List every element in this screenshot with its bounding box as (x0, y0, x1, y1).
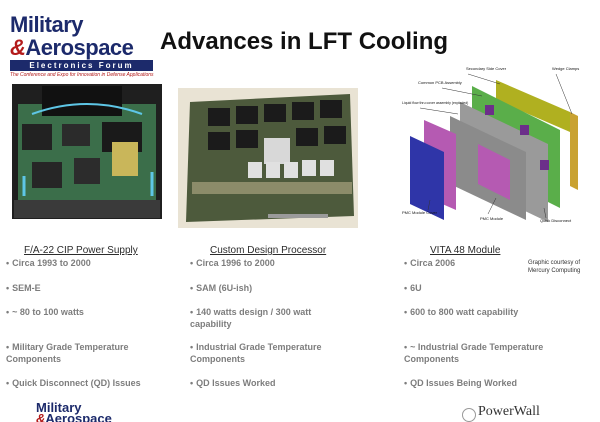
logo-military: Military (10, 12, 84, 37)
footer-logo-military: Military (36, 400, 82, 415)
bullet-item: •SEM-E (6, 283, 41, 293)
bullet-item: •SAM (6U-ish) (190, 283, 253, 293)
forum-logo: Military &Aerospace Electronics Forum Th… (8, 8, 156, 80)
bullet-item: •~ Industrial Grade Temperature Componen… (404, 342, 544, 364)
bullet-item: •QD Issues Being Worked (404, 378, 518, 388)
label-secondary-side-cover: Secondary Side Cover (466, 66, 507, 71)
bullet-item: •Military Grade Temperature Components (6, 342, 129, 364)
column-heading-power-supply: F/A-22 CIP Power Supply (24, 245, 138, 256)
svg-text:Common PCB Assembly: Common PCB Assembly (418, 80, 462, 85)
svg-text:PMC Module: PMC Module (480, 216, 504, 221)
footer-brand: PowerWall (478, 404, 540, 419)
bullet-item: •~ 80 to 100 watts (6, 307, 84, 317)
svg-text:Liquid flow thru cover assembl: Liquid flow thru cover assembly (explode… (402, 101, 468, 105)
graphic-courtesy: Graphic courtesy of Mercury Computing (528, 260, 581, 274)
bullet-item: •Circa 1996 to 2000 (190, 258, 275, 268)
processor-board-photo (178, 88, 358, 228)
column-heading-processor: Custom Design Processor (210, 245, 327, 256)
label-pmc-module: PMC Module (480, 216, 504, 221)
svg-text:Secondary Side Cover: Secondary Side Cover (466, 66, 507, 71)
watermark-icon (462, 408, 476, 422)
label-liquid-flow: Liquid flow thru cover assembly (explode… (402, 101, 468, 105)
svg-text:Quick Disconnect: Quick Disconnect (540, 218, 572, 223)
bullet-item: •QD Issues Worked (190, 378, 276, 388)
label-pmc-module-cover: PMC Module Cover (402, 210, 438, 215)
bullet-item: •140 watts design / 300 watt capability (190, 307, 312, 329)
svg-text:PMC Module Cover: PMC Module Cover (402, 210, 438, 215)
bullet-item: •Circa 2006 (404, 258, 456, 268)
footer-logo-aerospace: &Aerospace (36, 411, 112, 422)
bullet-item: •600 to 800 watt capability (404, 307, 519, 317)
power-supply-photo (12, 84, 162, 219)
label-wedge-clamps: Wedge Clamps (552, 66, 579, 71)
bullet-item: •Quick Disconnect (QD) Issues (6, 378, 141, 388)
bullet-item: •Circa 1993 to 2000 (6, 258, 91, 268)
svg-text:Wedge Clamps: Wedge Clamps (552, 66, 579, 71)
slide-title: Advances in LFT Cooling (160, 28, 449, 55)
logo-tagline: The Conference and Expo for Innovation i… (10, 72, 154, 78)
logo-aerospace: &Aerospace (10, 35, 134, 60)
label-quick-disconnect: Quick Disconnect (540, 218, 572, 223)
label-common-pcb: Common PCB Assembly (418, 80, 462, 85)
logo-forum-band: Electronics Forum (10, 60, 153, 71)
bullet-item: •6U (404, 283, 422, 293)
bullet-item: •Industrial Grade Temperature Components (190, 342, 322, 364)
vita48-diagram: Secondary Side Cover Wedge Clamps Common… (400, 60, 590, 230)
column-heading-vita48: VITA 48 Module (430, 245, 501, 256)
